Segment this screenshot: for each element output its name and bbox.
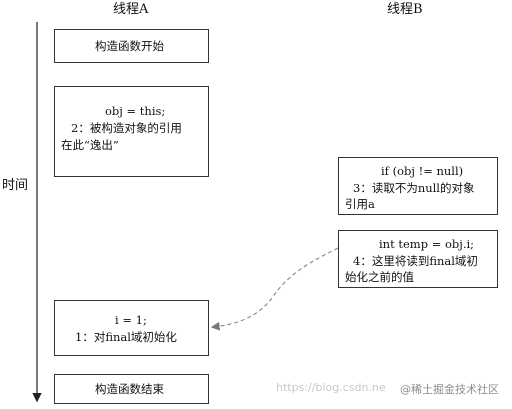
escape-code: obj = this; xyxy=(105,104,166,118)
read-final-code: int temp = obj.i; xyxy=(379,237,475,251)
csdn-watermark: https://blog.csdn.ne xyxy=(276,381,386,394)
constructor-end-text: 构造函数结束 xyxy=(95,382,164,396)
escape-box: obj = this; 2：被构造对象的引用 在此“逸出” xyxy=(54,86,209,177)
dashed-read-arrow xyxy=(210,247,339,331)
read-final-step: 4：这里将读到final域初 xyxy=(353,254,478,268)
final-init-box: i = 1; 1：对final域初始化 xyxy=(54,300,209,356)
final-init-code: i = 1; xyxy=(115,313,147,327)
final-init-step: 1：对final域初始化 xyxy=(75,330,177,344)
escape-step: 2：被构造对象的引用 xyxy=(71,121,182,135)
constructor-end-box: 构造函数结束 xyxy=(54,374,209,404)
constructor-start-text: 构造函数开始 xyxy=(95,39,164,53)
escape-note: 在此“逸出” xyxy=(61,138,119,152)
read-final-box: int temp = obj.i; 4：这里将读到final域初 始化之前的值 xyxy=(338,230,498,288)
constructor-start-box: 构造函数开始 xyxy=(54,29,209,63)
time-axis-label: 时间 xyxy=(2,178,29,193)
read-ref-code: if (obj != null) xyxy=(381,164,464,178)
thread-a-title: 线程A xyxy=(113,2,149,17)
read-ref-note: 引用a xyxy=(345,197,375,211)
brand-watermark: @稀土掘金技术社区 xyxy=(400,383,499,396)
read-ref-step: 3：读取不为null的对象 xyxy=(353,181,475,195)
thread-b-title: 线程B xyxy=(387,2,423,17)
read-ref-box: if (obj != null) 3：读取不为null的对象 引用a xyxy=(338,157,498,215)
read-final-note: 始化之前的值 xyxy=(345,270,414,284)
